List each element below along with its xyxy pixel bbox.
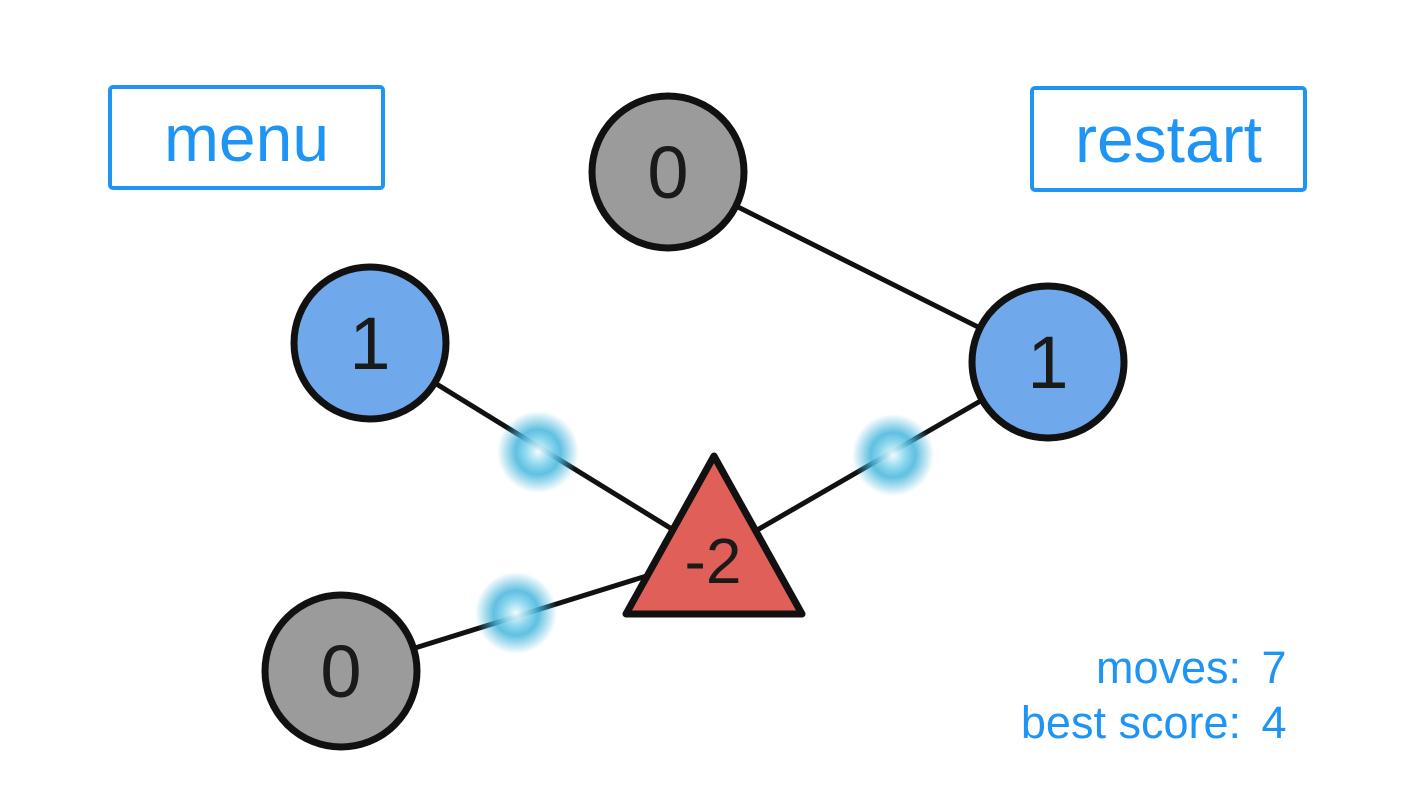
moves-value: 7: [1261, 642, 1287, 693]
edge-glow-marker[interactable]: [852, 414, 934, 496]
node-value-left: 1: [349, 302, 390, 385]
node-value-center: -2: [685, 525, 742, 597]
node-circle-bottom-left[interactable]: [261, 591, 421, 751]
moves-label: moves:: [1095, 642, 1241, 693]
node-value-right: 1: [1027, 321, 1068, 404]
best-score-value: 4: [1261, 697, 1287, 748]
node-circle-left[interactable]: [290, 263, 450, 423]
restart-button[interactable]: restart: [1030, 86, 1307, 192]
edge-glow-marker[interactable]: [497, 411, 579, 493]
node-value-bottom-left: 0: [320, 630, 361, 713]
best-score-label: best score:: [1020, 697, 1241, 748]
node-value-top: 0: [647, 131, 688, 214]
score-panel: moves: 7 best score: 4: [1021, 640, 1307, 750]
node-circle-top[interactable]: [588, 92, 748, 252]
node-circle-right[interactable]: [968, 282, 1128, 442]
menu-button[interactable]: menu: [108, 85, 385, 190]
node-triangle-center[interactable]: [622, 452, 806, 618]
edge-glow-marker[interactable]: [475, 572, 557, 654]
